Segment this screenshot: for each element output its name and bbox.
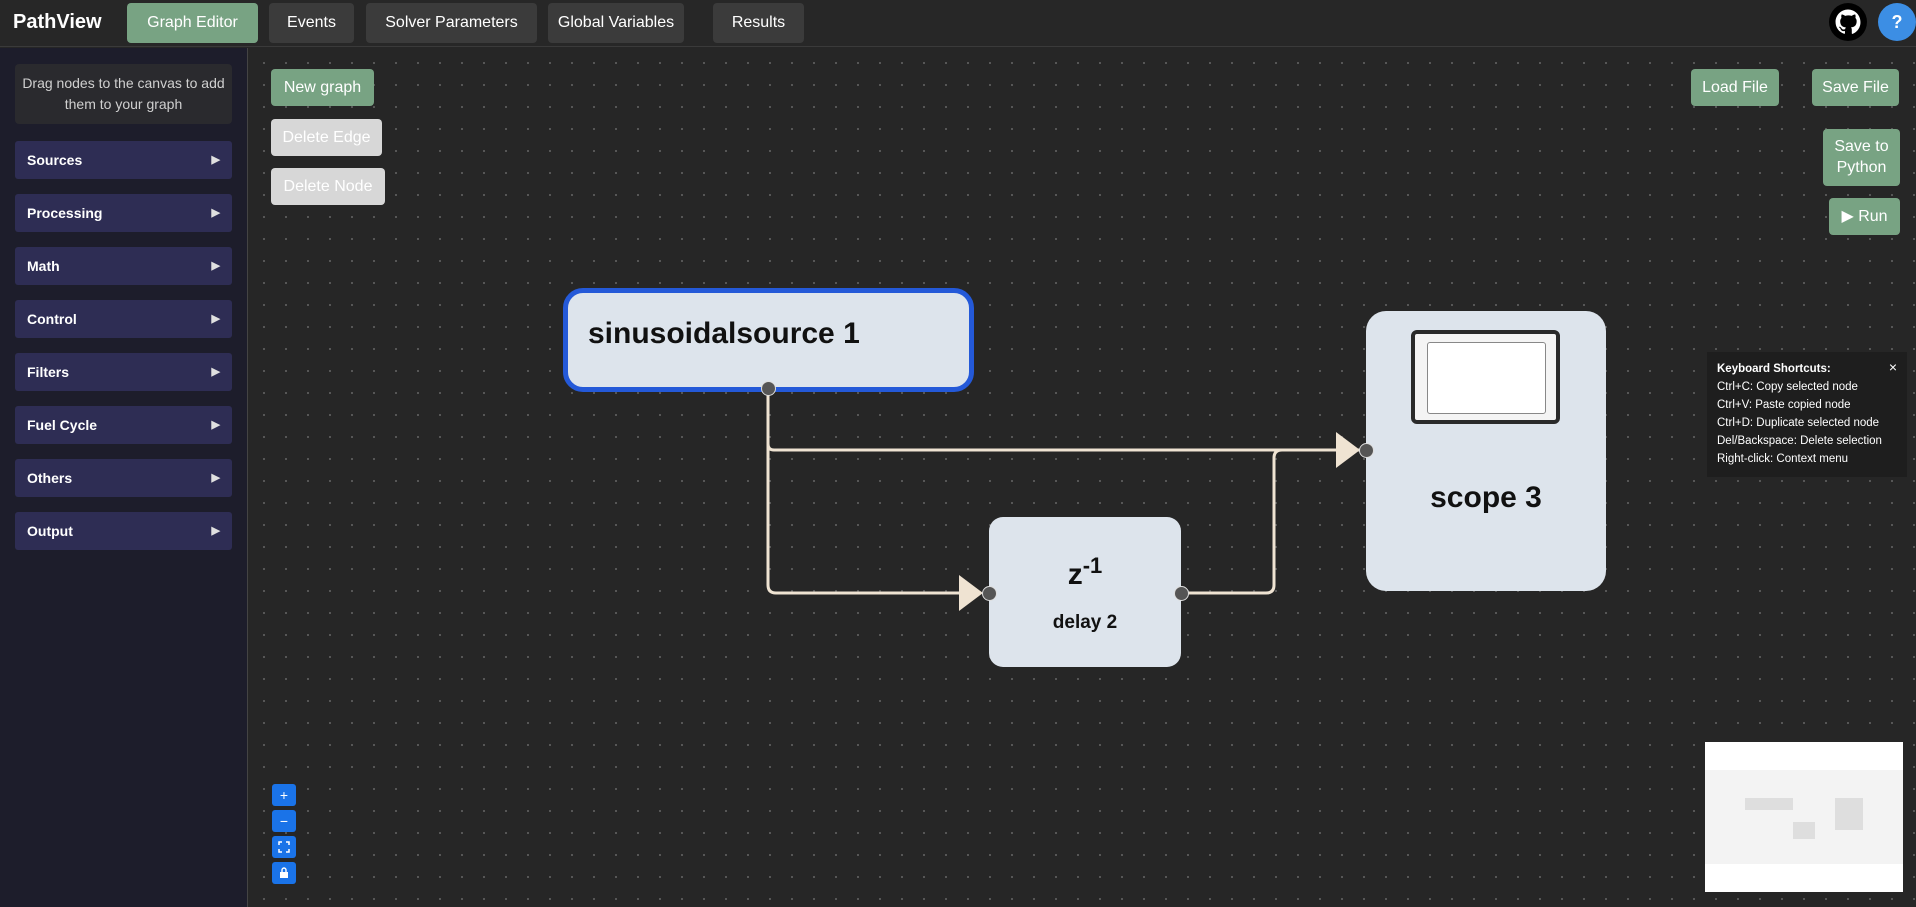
github-logo-icon [1835, 9, 1861, 34]
category-math[interactable]: Math ▶ [15, 247, 232, 285]
tab-events[interactable]: Events [269, 3, 354, 43]
help-button[interactable]: ? [1878, 3, 1916, 41]
tab-graph-editor[interactable]: Graph Editor [127, 3, 258, 43]
zoom-in-button[interactable]: + [272, 784, 296, 806]
node-label: sinusoidalsource 1 [588, 317, 860, 350]
edge-delay-to-scope[interactable] [1181, 448, 1339, 595]
node-sinusoidalsource[interactable]: sinusoidalsource 1 [563, 288, 974, 392]
node-delay[interactable]: z-1 delay 2 [989, 517, 1181, 667]
category-label: Fuel Cycle [27, 417, 98, 433]
shortcuts-title: Keyboard Shortcuts: [1717, 363, 1831, 375]
expand-arrow-icon: ▶ [211, 366, 220, 378]
lock-button[interactable] [272, 862, 296, 884]
category-sources[interactable]: Sources ▶ [15, 141, 232, 179]
node-label: scope 3 [1430, 481, 1542, 514]
new-graph-button[interactable]: New graph [271, 69, 374, 106]
delay-input-port[interactable] [982, 586, 997, 601]
category-label: Math [27, 258, 60, 274]
edge-source-to-scope[interactable] [766, 388, 1364, 452]
top-bar: PathView Graph Editor Events Solver Para… [0, 0, 1916, 47]
close-icon[interactable]: × [1888, 359, 1897, 375]
source-output-port[interactable] [761, 381, 776, 396]
category-label: Output [27, 523, 73, 539]
save-to-python-button[interactable]: Save to Python [1823, 129, 1900, 186]
expand-arrow-icon: ▶ [211, 525, 220, 537]
tab-results[interactable]: Results [713, 3, 804, 43]
expand-arrow-icon: ▶ [211, 154, 220, 166]
app-brand: PathView [13, 11, 102, 33]
delay-exponent: -1 [1082, 553, 1103, 578]
category-label: Processing [27, 205, 103, 221]
keyboard-shortcuts-panel: Keyboard Shortcuts: × Ctrl+C: Copy selec… [1707, 352, 1907, 477]
graph-canvas[interactable]: New graph Delete Edge Delete Node Load F… [249, 48, 1916, 907]
category-others[interactable]: Others ▶ [15, 459, 232, 497]
fit-view-button[interactable] [272, 836, 296, 858]
arrowhead-delay-icon [959, 575, 983, 611]
category-control[interactable]: Control ▶ [15, 300, 232, 338]
minimap-viewport [1705, 770, 1903, 864]
shortcut-item: Del/Backspace: Delete selection [1717, 435, 1882, 447]
delete-edge-button[interactable]: Delete Edge [271, 119, 382, 156]
arrowhead-scope-icon [1336, 432, 1360, 468]
save-python-line2: Python [1836, 159, 1887, 176]
minimap-node [1745, 798, 1793, 810]
delete-node-button[interactable]: Delete Node [271, 168, 385, 205]
edge-source-to-delay[interactable] [766, 444, 969, 595]
minimap-node [1835, 798, 1863, 830]
delay-output-port[interactable] [1174, 586, 1189, 601]
save-file-button[interactable]: Save File [1812, 69, 1899, 106]
category-filters[interactable]: Filters ▶ [15, 353, 232, 391]
category-label: Sources [27, 152, 83, 168]
scope-input-port[interactable] [1359, 443, 1374, 458]
expand-arrow-icon: ▶ [211, 419, 220, 431]
edges-layer [766, 388, 1364, 611]
palette-hint: Drag nodes to the canvas to add them to … [15, 64, 232, 124]
category-output[interactable]: Output ▶ [15, 512, 232, 550]
shortcut-item: Ctrl+D: Duplicate selected node [1717, 417, 1880, 429]
shortcut-item: Ctrl+C: Copy selected node [1717, 381, 1858, 393]
delay-symbol: z-1 [989, 553, 1181, 592]
category-label: Control [27, 311, 77, 327]
node-palette-sidebar: Drag nodes to the canvas to add them to … [0, 48, 248, 907]
expand-arrow-icon: ▶ [211, 313, 220, 325]
category-label: Filters [27, 364, 70, 380]
node-scope[interactable]: scope 3 [1366, 311, 1606, 591]
minimap[interactable] [1705, 742, 1903, 892]
fit-view-icon [278, 841, 290, 853]
scope-screen [1427, 342, 1546, 414]
zoom-out-button[interactable]: − [272, 810, 296, 832]
save-python-line1: Save to [1834, 138, 1889, 155]
node-label: delay 2 [1052, 612, 1118, 633]
scope-monitor-icon [1411, 330, 1560, 424]
lock-icon [280, 867, 288, 878]
category-processing[interactable]: Processing ▶ [15, 194, 232, 232]
tab-global-variables[interactable]: Global Variables [548, 3, 684, 43]
delay-symbol-base: z [1067, 558, 1083, 591]
expand-arrow-icon: ▶ [211, 472, 220, 484]
github-icon[interactable] [1829, 3, 1867, 41]
expand-arrow-icon: ▶ [211, 260, 220, 272]
shortcut-item: Ctrl+V: Paste copied node [1717, 399, 1851, 411]
load-file-button[interactable]: Load File [1691, 69, 1779, 106]
minimap-node [1793, 822, 1815, 839]
run-button[interactable]: ▶ Run [1829, 198, 1900, 235]
category-fuel-cycle[interactable]: Fuel Cycle ▶ [15, 406, 232, 444]
tab-solver-parameters[interactable]: Solver Parameters [366, 3, 537, 43]
expand-arrow-icon: ▶ [211, 207, 220, 219]
shortcut-item: Right-click: Context menu [1717, 453, 1849, 465]
category-label: Others [27, 470, 73, 486]
